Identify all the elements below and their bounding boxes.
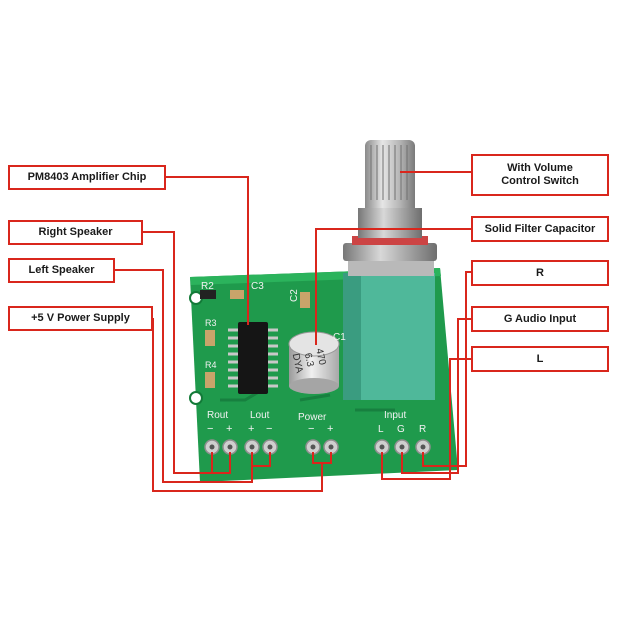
callout-lines xyxy=(115,171,471,492)
leader-filter-cap xyxy=(315,228,471,345)
leader-left-speaker-b xyxy=(252,452,271,467)
silk-c3: C3 xyxy=(251,281,264,292)
label-filter-cap: Solid Filter Capacitor xyxy=(471,216,609,242)
label-amp-chip: PM8403 Amplifier Chip xyxy=(8,165,166,190)
capacitor-markings: 470 6.3 DYA xyxy=(290,347,328,374)
pm8403-chip xyxy=(228,322,278,394)
label-input-r: R xyxy=(471,260,609,286)
resistor-r2 xyxy=(200,290,216,299)
silk-lout: Lout xyxy=(250,410,270,421)
silk-rout-minus: − xyxy=(207,423,213,435)
silk-c1: C1 xyxy=(333,332,346,343)
leader-amp-chip xyxy=(166,176,249,325)
resistor-r4 xyxy=(205,372,215,388)
capacitor-c3 xyxy=(230,290,244,299)
label-volume-switch: With Volume Control Switch xyxy=(471,154,609,196)
silk-in-g: G xyxy=(397,424,405,435)
label-input-g: G Audio Input xyxy=(471,306,609,332)
mount-hole xyxy=(189,391,203,405)
leader-right-speaker xyxy=(143,231,213,474)
silk-power-minus: − xyxy=(308,423,314,435)
leader-left-speaker xyxy=(115,269,253,483)
smd-components xyxy=(200,290,310,388)
silk-rout: Rout xyxy=(207,410,228,421)
silk-r2: R2 xyxy=(201,281,214,292)
pot-nut xyxy=(343,243,437,261)
leader-input-l xyxy=(381,358,471,480)
volume-potentiometer xyxy=(343,140,437,400)
silk-input: Input xyxy=(384,410,406,421)
silk-c2: C2 xyxy=(289,289,300,302)
capacitor-c2 xyxy=(300,292,310,308)
silk-rout-plus: + xyxy=(226,423,232,435)
leader-input-g xyxy=(401,318,471,474)
label-volume-switch-line2: Control Switch xyxy=(501,175,579,187)
cap-text-dya: DYA xyxy=(290,352,305,374)
filter-capacitor xyxy=(288,331,340,394)
cap-text-470: 470 xyxy=(313,347,327,366)
label-left-speaker: Left Speaker xyxy=(8,258,115,283)
silk-power-plus: + xyxy=(327,423,333,435)
silk-lout-minus: − xyxy=(266,423,272,435)
label-right-speaker: Right Speaker xyxy=(8,220,143,245)
silk-r4: R4 xyxy=(205,360,217,370)
silk-in-l: L xyxy=(378,424,384,435)
silk-in-r: R xyxy=(419,424,426,435)
silkscreen: R2 C3 C2 C1 R3 R4 Rout Lout Power Input … xyxy=(201,281,426,435)
label-power-supply: +5 V Power Supply xyxy=(8,306,153,331)
resistor-r3 xyxy=(205,330,215,346)
leader-power-b xyxy=(322,452,332,464)
leader-input-r xyxy=(422,271,471,467)
leader-power xyxy=(152,318,323,492)
silk-power: Power xyxy=(298,412,327,423)
silk-lout-plus: + xyxy=(248,423,254,435)
output-pins xyxy=(204,439,431,455)
label-volume-switch-line1: With Volume xyxy=(507,162,573,174)
label-input-l: L xyxy=(471,346,609,372)
cap-text-63: 6.3 xyxy=(302,352,316,368)
leader-right-speaker-b xyxy=(212,452,231,474)
silk-r3: R3 xyxy=(205,318,217,328)
